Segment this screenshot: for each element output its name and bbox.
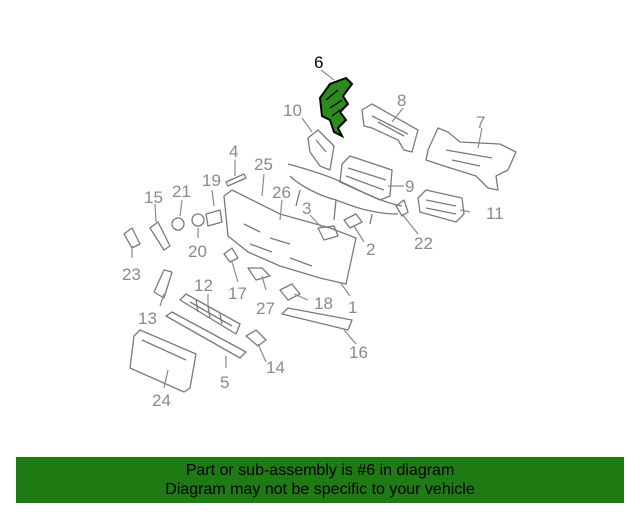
callout-21[interactable]: 21	[172, 182, 191, 201]
wiring-harness	[287, 163, 403, 225]
callout-1[interactable]: 1	[348, 298, 357, 317]
part-6-highlighted[interactable]	[318, 76, 354, 139]
callout-8[interactable]: 8	[397, 91, 406, 110]
part-21	[171, 217, 185, 231]
callout-18[interactable]: 18	[314, 294, 333, 313]
part-22	[395, 199, 409, 217]
part-1-bumper-cover	[223, 189, 357, 285]
part-4	[225, 173, 247, 187]
callout-4[interactable]: 4	[229, 142, 238, 161]
callout-11[interactable]: 11	[486, 204, 504, 223]
footer-line-1: Part or sub-assembly is #6 in diagram	[185, 462, 455, 479]
callout-12[interactable]: 12	[194, 276, 213, 295]
part-11	[417, 189, 465, 223]
callout-9[interactable]: 9	[405, 177, 414, 196]
part-23	[123, 227, 141, 249]
part-19	[205, 209, 223, 227]
callout-25[interactable]: 25	[254, 155, 273, 174]
footer-line-2: Diagram may not be specific to your vehi…	[165, 481, 475, 498]
callout-19[interactable]: 19	[202, 171, 221, 190]
callout-14[interactable]: 14	[266, 358, 285, 377]
part-24-plate	[129, 329, 197, 393]
part-10	[307, 129, 335, 171]
part-17	[223, 247, 239, 263]
callout-7[interactable]: 7	[476, 113, 485, 132]
part-3	[317, 225, 339, 241]
footer-banner: Part or sub-assembly is #6 in diagram Di…	[16, 457, 624, 503]
part-15	[149, 221, 171, 251]
callout-27[interactable]: 27	[256, 299, 275, 318]
part-14	[245, 329, 267, 347]
callout-5[interactable]: 5	[220, 373, 229, 392]
callout-26[interactable]: 26	[272, 183, 291, 202]
callout-16[interactable]: 16	[349, 343, 368, 362]
part-7	[425, 127, 517, 191]
part-13	[153, 269, 173, 299]
part-16	[281, 307, 353, 331]
callout-24[interactable]: 24	[152, 391, 171, 410]
leader-lines	[131, 69, 483, 389]
callout-15[interactable]: 15	[144, 188, 163, 207]
callout-10[interactable]: 10	[283, 101, 302, 120]
part-5	[165, 311, 247, 359]
part-12-grille	[179, 293, 241, 335]
part-2	[343, 213, 363, 229]
callout-17[interactable]: 17	[228, 284, 247, 303]
part-18	[279, 283, 301, 301]
callout-2[interactable]: 2	[366, 240, 375, 259]
part-20	[191, 213, 205, 227]
callout-23[interactable]: 23	[122, 265, 141, 284]
callout-22[interactable]: 22	[414, 234, 433, 253]
part-8	[361, 103, 419, 153]
callout-6[interactable]: 6	[314, 53, 323, 72]
callout-13[interactable]: 13	[138, 309, 157, 328]
callout-3[interactable]: 3	[302, 199, 311, 218]
part-27	[247, 267, 271, 281]
parts-diagram: 6 8 10 7 4 25 26 19 15 21 9 3 11 22 2 20…	[122, 53, 517, 410]
callout-20[interactable]: 20	[188, 242, 207, 261]
